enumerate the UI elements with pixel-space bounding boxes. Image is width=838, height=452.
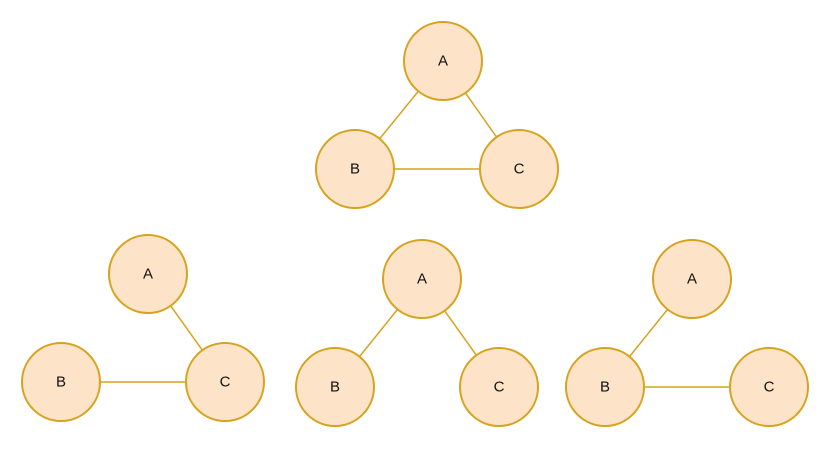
graph-tree-root-c: A B C bbox=[21, 234, 265, 422]
node-circle bbox=[21, 342, 101, 422]
node-c: C bbox=[459, 347, 539, 427]
edge-a-c bbox=[444, 310, 477, 356]
node-circle bbox=[382, 239, 462, 319]
node-c: C bbox=[185, 342, 265, 422]
node-label: B bbox=[330, 379, 340, 396]
node-circle bbox=[479, 129, 559, 209]
edge-a-c bbox=[170, 305, 203, 351]
node-b: B bbox=[315, 129, 395, 209]
edge-a-b bbox=[358, 308, 399, 358]
node-circle bbox=[459, 347, 539, 427]
node-label: A bbox=[417, 271, 427, 288]
node-circle bbox=[729, 347, 809, 427]
node-b: B bbox=[21, 342, 101, 422]
node-circle bbox=[315, 129, 395, 209]
node-circle bbox=[652, 239, 732, 319]
node-a: A bbox=[382, 239, 462, 319]
node-label: A bbox=[438, 53, 448, 70]
node-label: B bbox=[350, 161, 360, 178]
node-b: B bbox=[295, 347, 375, 427]
node-label: B bbox=[600, 379, 610, 396]
graph-triangle: A B C bbox=[315, 21, 559, 209]
node-label: A bbox=[687, 271, 697, 288]
node-b: B bbox=[565, 347, 645, 427]
node-circle bbox=[295, 347, 375, 427]
node-c: C bbox=[479, 129, 559, 209]
edge-a-c bbox=[464, 92, 498, 138]
node-circle bbox=[403, 21, 483, 101]
graph-tree-root-a: A B C bbox=[295, 239, 539, 427]
node-a: A bbox=[403, 21, 483, 101]
edge-a-b bbox=[379, 90, 419, 140]
node-label: A bbox=[143, 266, 153, 283]
node-label: C bbox=[514, 161, 525, 178]
node-a: A bbox=[108, 234, 188, 314]
node-label: C bbox=[494, 379, 505, 396]
node-circle bbox=[108, 234, 188, 314]
node-label: C bbox=[220, 374, 231, 391]
node-a: A bbox=[652, 239, 732, 319]
node-c: C bbox=[729, 347, 809, 427]
edge-a-b bbox=[628, 308, 669, 358]
graph-tree-root-b: A B C bbox=[565, 239, 809, 427]
node-circle bbox=[185, 342, 265, 422]
node-circle bbox=[565, 347, 645, 427]
node-label: B bbox=[56, 374, 66, 391]
node-label: C bbox=[764, 379, 775, 396]
